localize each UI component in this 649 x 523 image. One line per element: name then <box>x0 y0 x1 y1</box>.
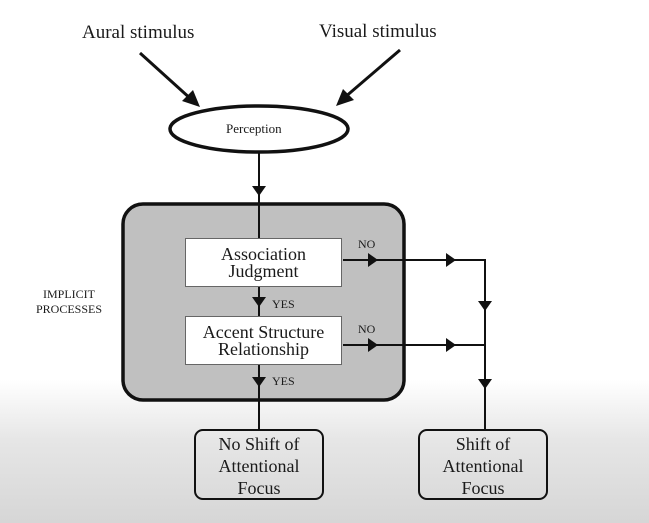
arrow-right-icon <box>446 338 456 352</box>
outcome-line: Attentional <box>442 456 524 476</box>
arrow-down-icon <box>252 377 266 387</box>
aural-arrow <box>138 51 200 107</box>
accent-structure-node: Accent Structure Relationship <box>185 316 342 365</box>
visual-stimulus-label: Visual stimulus <box>319 21 437 42</box>
group-label-line: PROCESSES <box>36 302 103 316</box>
node-line: Association <box>221 244 306 264</box>
outcome-line: No Shift of <box>218 434 300 454</box>
arrow-right-icon <box>368 338 378 352</box>
association-judgment-node: Association Judgment <box>185 238 342 287</box>
arrow-down-icon <box>478 301 492 311</box>
arrow-down-icon <box>252 186 266 196</box>
no-shift-outcome: No Shift of Attentional Focus <box>194 429 324 500</box>
node-line: Judgment <box>228 261 299 281</box>
perception-label: Perception <box>226 121 282 136</box>
outcome-line: Focus <box>237 478 281 498</box>
arrow-down-icon <box>252 297 266 307</box>
arrow-down-icon <box>478 379 492 389</box>
node-line: Accent Structure <box>202 322 325 342</box>
arrow-right-icon <box>446 253 456 267</box>
implicit-processes-label: IMPLICIT PROCESSES <box>36 287 102 317</box>
shift-outcome: Shift of Attentional Focus <box>418 429 548 500</box>
node-line: Relationship <box>218 339 309 359</box>
yes-label-2: YES <box>272 374 295 388</box>
outcome-line: Focus <box>461 478 505 498</box>
group-label-line: IMPLICIT <box>43 287 96 301</box>
no-label-2: NO <box>358 322 376 336</box>
outcome-line: Shift of <box>455 434 511 454</box>
no-label-1: NO <box>358 237 376 251</box>
implicit-processes-group <box>121 202 406 402</box>
aural-stimulus-label: Aural stimulus <box>82 22 195 43</box>
yes-label-1: YES <box>272 297 295 311</box>
outcome-line: Attentional <box>218 456 300 476</box>
visual-arrow <box>336 48 401 106</box>
arrow-right-icon <box>368 253 378 267</box>
